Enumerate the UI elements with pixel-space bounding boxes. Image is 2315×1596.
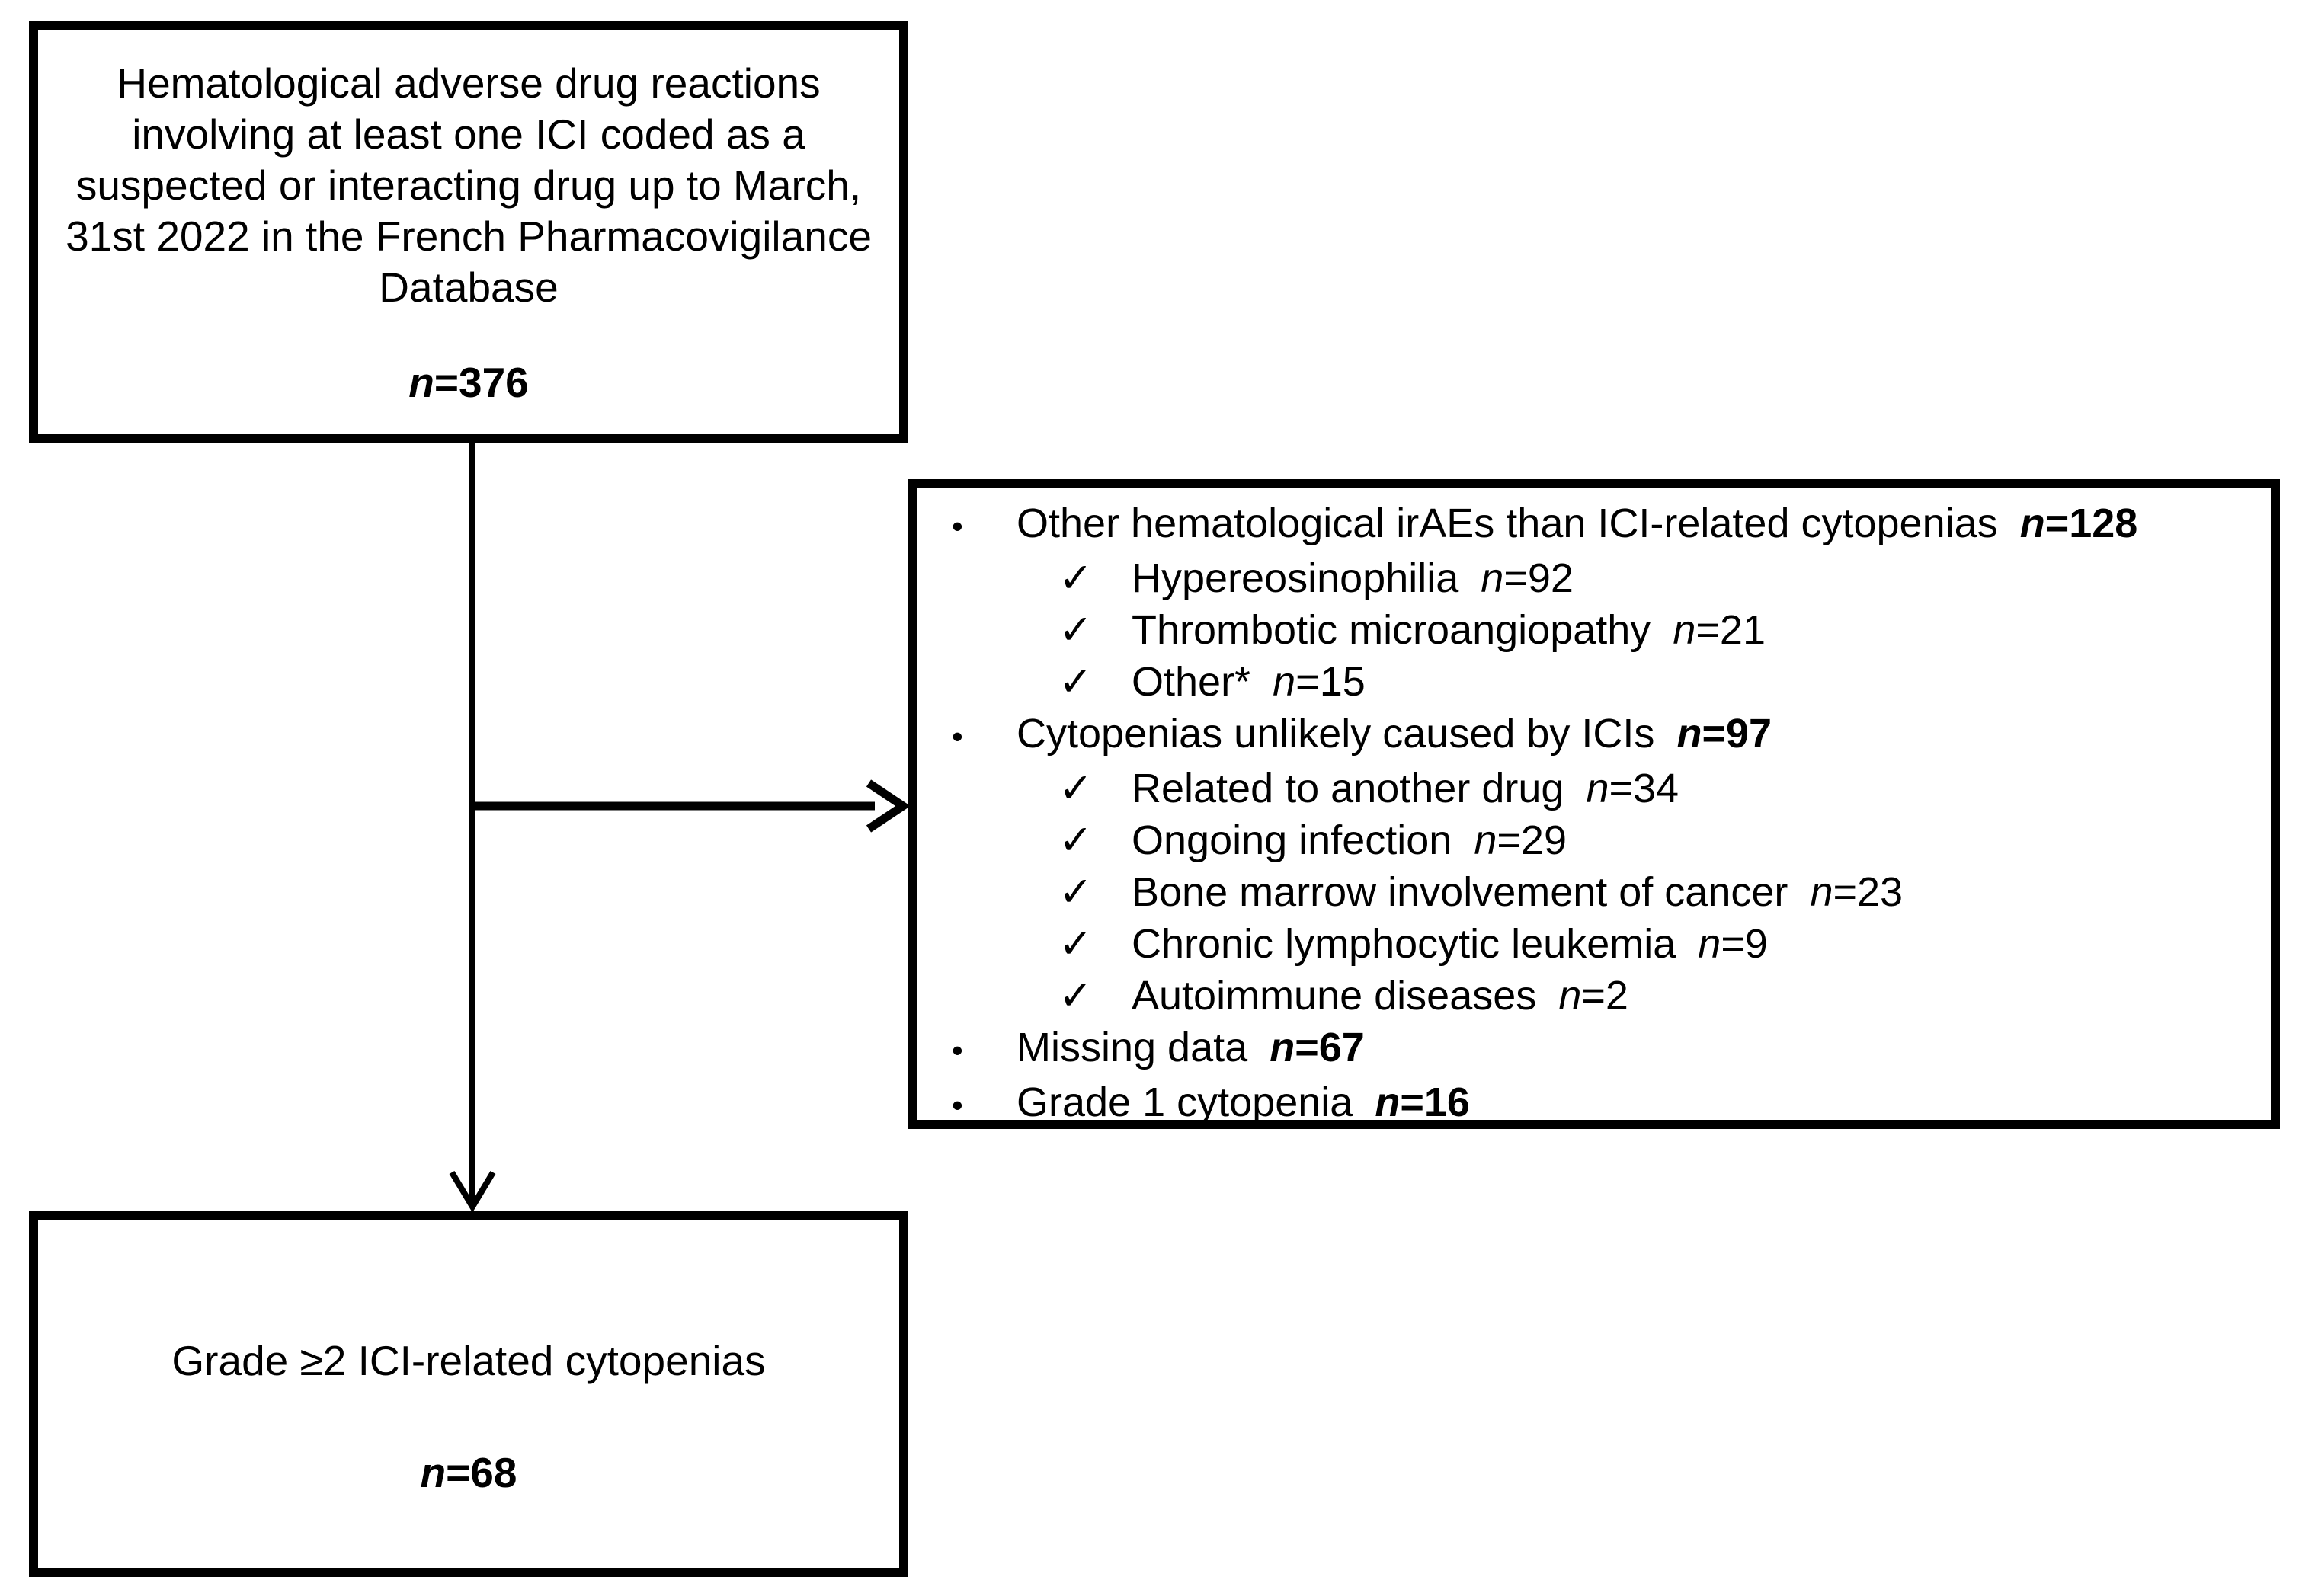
source-n-count: n=376 <box>38 357 899 408</box>
source-box: Hematological adverse drug reactions inv… <box>29 21 908 443</box>
n-value: =16 <box>1400 1079 1470 1125</box>
exclusion-item: ✓ Autoimmune diseases n=2 <box>917 970 2271 1022</box>
n-value: =128 <box>2044 501 2138 546</box>
item-marker-icon: • <box>952 718 963 754</box>
n-symbol: n <box>2019 501 2045 546</box>
exclusion-item-text: Chronic lymphocytic leukemia n=9 <box>1132 918 1768 970</box>
item-marker-icon: ✓ <box>1058 555 1093 601</box>
exclusion-item: ✓ Chronic lymphocytic leukemia n=9 <box>917 918 2271 970</box>
exclusions-box: • Other hematological irAEs than ICI-rel… <box>908 479 2280 1129</box>
n-symbol: n <box>420 1449 447 1496</box>
n-symbol: n <box>1586 766 1609 811</box>
item-marker-icon: ✓ <box>1058 921 1093 967</box>
source-text-line: suspected or interacting drug up to Marc… <box>75 162 862 209</box>
exclusion-item-text: Autoimmune diseases n=2 <box>1132 970 1628 1022</box>
source-text-line: involving at least one ICI coded as a <box>132 110 805 158</box>
n-symbol: n <box>1375 1079 1401 1125</box>
exclusion-item-text: Thrombotic microangiopathy n=21 <box>1132 604 1766 656</box>
exclusion-item-label: Thrombotic microangiopathy <box>1132 607 1663 653</box>
source-text-line: 31st 2022 in the French Pharmacovigilanc… <box>66 213 872 260</box>
n-value: =9 <box>1721 921 1768 967</box>
outcome-n-count: n=68 <box>38 1447 899 1498</box>
exclusion-item-text: Hypereosinophilia n=92 <box>1132 552 1574 604</box>
n-value: =376 <box>434 359 529 406</box>
item-marker-icon: ✓ <box>1058 607 1093 653</box>
n-symbol: n <box>1698 921 1721 967</box>
item-marker-icon: ✓ <box>1058 869 1093 915</box>
n-value: =15 <box>1295 659 1366 705</box>
n-value: =23 <box>1833 869 1904 915</box>
n-symbol: n <box>1270 1025 1295 1070</box>
arrow-right <box>472 779 911 833</box>
exclusion-item-label: Related to another drug <box>1132 766 1576 811</box>
n-value: =97 <box>1702 711 1772 756</box>
exclusion-item-label: Bone marrow involvement of cancer <box>1132 869 1800 915</box>
n-symbol: n <box>1481 555 1504 601</box>
n-symbol: n <box>1558 973 1582 1019</box>
item-marker-icon: ✓ <box>1058 659 1093 705</box>
exclusion-item: ✓ Related to another drug n=34 <box>917 763 2271 814</box>
exclusion-item-text: Missing data n=67 <box>1017 1022 1365 1073</box>
exclusion-item-label: Ongoing infection <box>1132 817 1464 863</box>
item-marker-icon: ✓ <box>1058 766 1093 811</box>
exclusion-item-text: Other* n=15 <box>1132 656 1366 708</box>
n-value: =68 <box>446 1449 517 1496</box>
exclusion-item-text: Related to another drug n=34 <box>1132 763 1679 814</box>
n-symbol: n <box>408 359 434 406</box>
exclusion-item-label: Autoimmune diseases <box>1132 973 1548 1019</box>
item-marker-icon: ✓ <box>1058 973 1093 1019</box>
arrow-down-head-icon <box>449 1170 496 1213</box>
outcome-title: Grade ≥2 ICI-related cytopenias <box>171 1337 766 1384</box>
item-marker-icon: ✓ <box>1058 817 1093 863</box>
exclusion-item: ✓ Bone marrow involvement of cancer n=23 <box>917 866 2271 918</box>
n-symbol: n <box>1673 607 1696 653</box>
outcome-box: Grade ≥2 ICI-related cytopenias n=68 <box>29 1211 908 1577</box>
item-marker-icon: • <box>952 1032 963 1068</box>
exclusion-item: ✓ Ongoing infection n=29 <box>917 814 2271 866</box>
exclusion-item-label: Hypereosinophilia <box>1132 555 1471 601</box>
item-marker-icon: • <box>952 508 963 544</box>
exclusion-item: • Missing data n=67 <box>917 1022 2271 1076</box>
exclusion-item-label: Grade 1 cytopenia <box>1017 1079 1365 1125</box>
n-value: =29 <box>1497 817 1567 863</box>
exclusion-item-text: Bone marrow involvement of cancer n=23 <box>1132 866 1903 918</box>
exclusion-item: • Grade 1 cytopenia n=16 <box>917 1076 2271 1131</box>
exclusion-item-text: Ongoing infection n=29 <box>1132 814 1567 866</box>
exclusion-item-label: Missing data <box>1017 1025 1260 1070</box>
n-value: =67 <box>1295 1025 1365 1070</box>
exclusion-item-text: Grade 1 cytopenia n=16 <box>1017 1076 1470 1128</box>
n-value: =34 <box>1609 766 1679 811</box>
exclusion-item: • Other hematological irAEs than ICI-rel… <box>917 497 2271 552</box>
exclusion-item: ✓ Other* n=15 <box>917 656 2271 708</box>
item-marker-icon: • <box>952 1087 963 1123</box>
exclusion-item-text: Other hematological irAEs than ICI-relat… <box>1017 497 2137 549</box>
exclusion-item-label: Chronic lymphocytic leukemia <box>1132 921 1688 967</box>
exclusion-item: ✓ Thrombotic microangiopathy n=21 <box>917 604 2271 656</box>
source-text-line: Database <box>379 264 559 311</box>
n-symbol: n <box>1273 659 1296 705</box>
source-text-line: Hematological adverse drug reactions <box>117 59 821 107</box>
source-box-text: Hematological adverse drug reactions inv… <box>38 58 899 313</box>
arrow-down <box>449 440 496 1213</box>
n-symbol: n <box>1810 869 1833 915</box>
exclusion-item-label: Other* <box>1132 659 1263 705</box>
arrow-right-head-icon <box>866 779 911 833</box>
n-symbol: n <box>1676 711 1702 756</box>
exclusion-item: • Cytopenias unlikely caused by ICIs n=9… <box>917 708 2271 763</box>
n-value: =21 <box>1695 607 1766 653</box>
n-value: =2 <box>1581 973 1628 1019</box>
exclusion-item: ✓ Hypereosinophilia n=92 <box>917 552 2271 604</box>
n-value: =92 <box>1503 555 1574 601</box>
exclusion-item-label: Other hematological irAEs than ICI-relat… <box>1017 501 2009 546</box>
exclusion-item-text: Cytopenias unlikely caused by ICIs n=97 <box>1017 708 1772 760</box>
exclusion-item-label: Cytopenias unlikely caused by ICIs <box>1017 711 1667 756</box>
n-symbol: n <box>1474 817 1497 863</box>
